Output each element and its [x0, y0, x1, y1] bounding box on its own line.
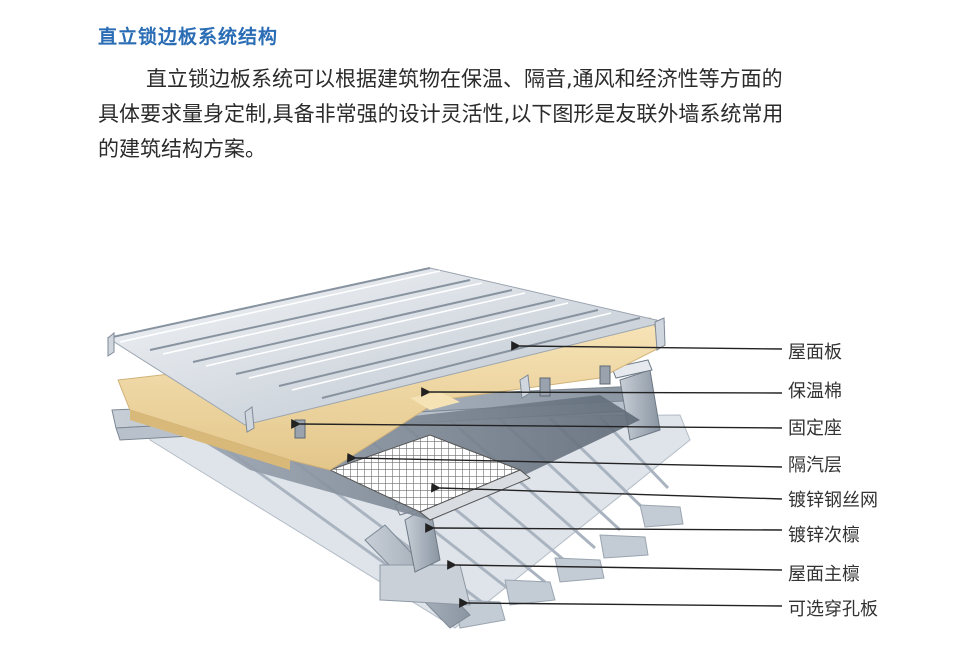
arrow-main-purlin: [447, 559, 783, 571]
label-wire-mesh: 镀锌钢丝网: [788, 490, 878, 511]
intro-paragraph: 直立锁边板系统可以根据建筑物在保温、隔音,通风和经济性等方面的 具体要求量身定制…: [98, 62, 868, 167]
arrow-secondary-purlin: [425, 523, 783, 533]
intro-line-1: 直立锁边板系统可以根据建筑物在保温、隔音,通风和经济性等方面的: [146, 67, 783, 91]
section-title: 直立锁边板系统结构: [98, 26, 279, 48]
arrow-perforated-sheet: [459, 598, 783, 608]
intro-line-2: 具体要求量身定制,具备非常强的设计灵活性,以下图形是友联外墙系统常用: [98, 102, 784, 126]
leader-arrows: [291, 340, 783, 608]
label-insulation: 保温棉: [788, 381, 842, 402]
wire-mesh-layer: [328, 434, 531, 521]
arrow-wire-mesh: [431, 482, 783, 500]
label-roof-panel: 屋面板: [788, 342, 842, 363]
intro-line-3: 的建筑结构方案。: [98, 137, 266, 161]
arrow-insulation: [421, 387, 783, 397]
label-perforated-sheet: 可选穿孔板: [788, 599, 878, 620]
roof-panel-layer: [106, 267, 666, 433]
label-fixing-clip: 固定座: [788, 418, 842, 439]
arrow-roof-panel: [511, 340, 783, 351]
label-secondary-purlin: 镀锌次檩: [788, 525, 860, 546]
arrow-fixing-clip: [291, 419, 783, 429]
arrow-vapor-barrier: [347, 452, 783, 468]
label-vapor-barrier: 隔汽层: [788, 455, 842, 476]
label-main-purlin: 屋面主檩: [788, 564, 860, 585]
